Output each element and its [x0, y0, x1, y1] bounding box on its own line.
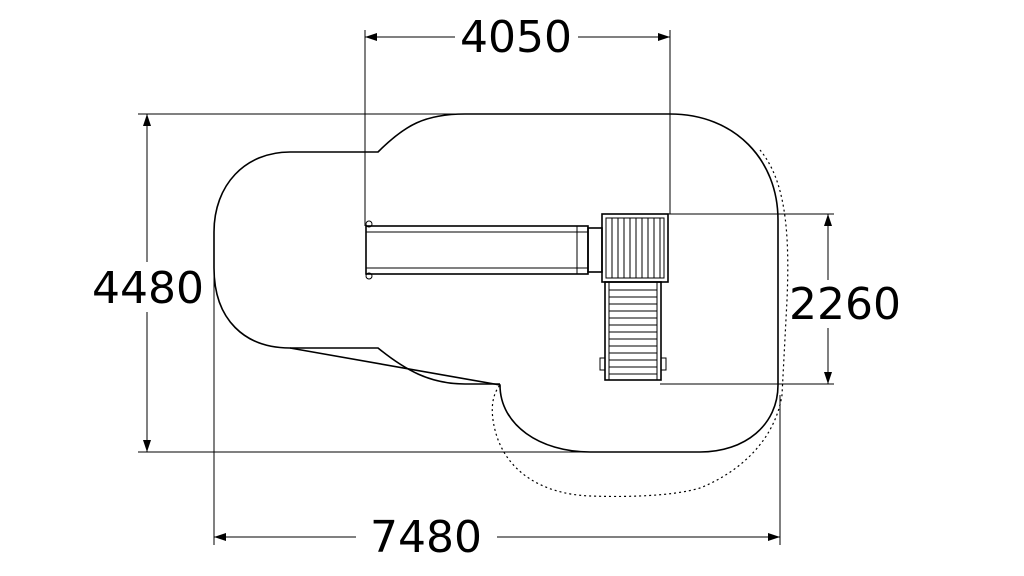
platform	[601, 213, 669, 283]
slide	[365, 220, 603, 280]
dimension-platform-depth: 2260	[789, 279, 901, 330]
slide-chute	[365, 225, 589, 275]
dimension-lines	[138, 30, 834, 545]
safety-zone-outline	[213, 113, 779, 453]
dimension-top-width: 4050	[460, 12, 572, 63]
safety-zone-lower-edge	[290, 347, 500, 385]
dimension-overall-width: 7480	[370, 512, 482, 563]
ladder	[599, 281, 667, 381]
extended-zone-dashed	[491, 149, 789, 498]
slide-connector	[587, 227, 603, 273]
dimension-overall-height: 4480	[92, 263, 204, 314]
